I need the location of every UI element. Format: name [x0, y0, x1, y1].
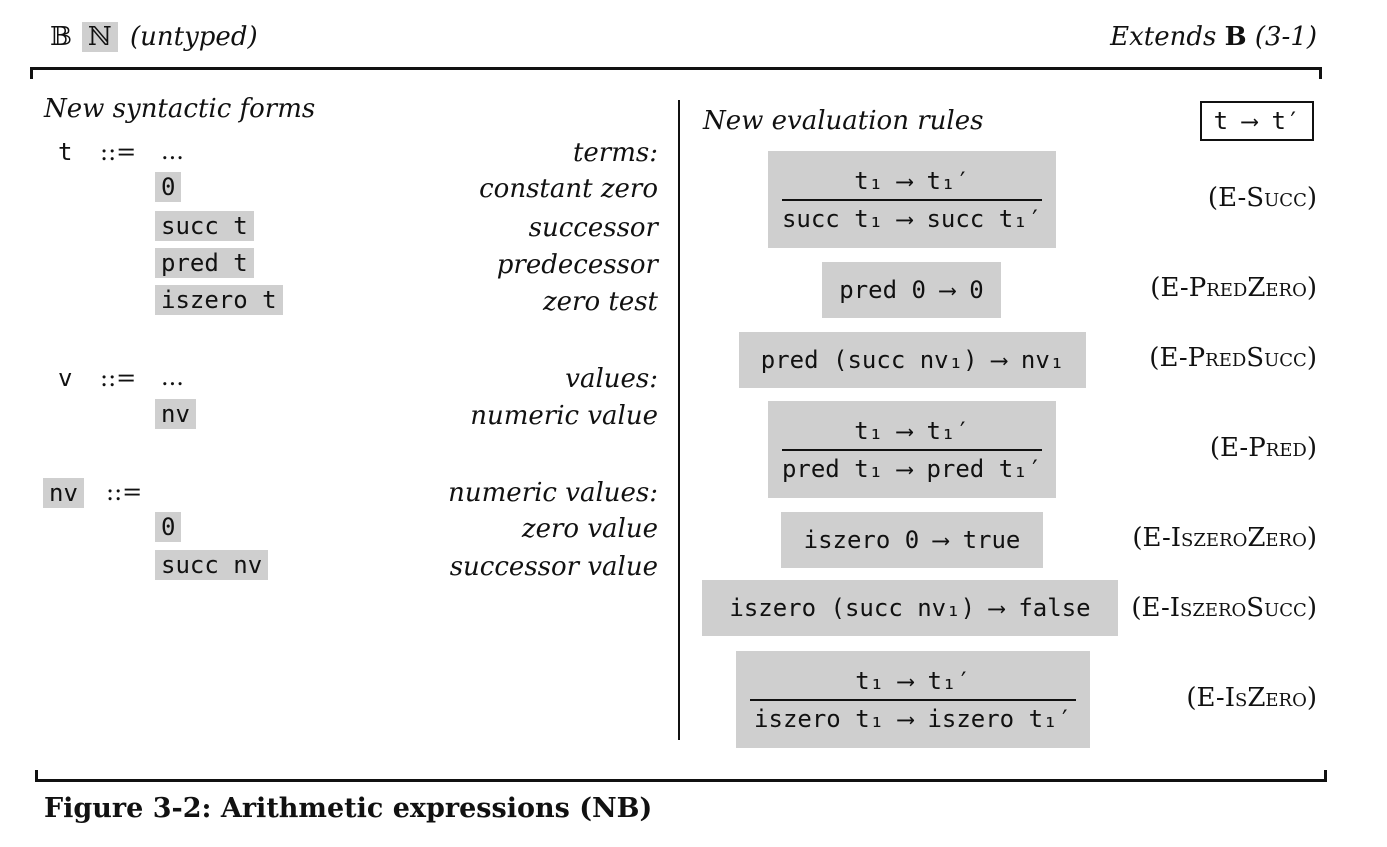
syntax-form: 0 — [155, 512, 182, 542]
rule-name-text: E-IsZero — [1196, 683, 1307, 713]
syntax-row: iszero t zero test — [0, 285, 680, 321]
syntax-desc: zero test — [542, 287, 658, 317]
nonterminal: t — [58, 138, 73, 166]
syntax-row: v ::= ... values: — [0, 362, 680, 398]
judgment-box: t ⟶ t′ — [1200, 101, 1314, 141]
rule-name: (E-IsZero) — [1186, 683, 1317, 713]
syntax-form: ... — [161, 137, 184, 165]
syntax-form: nv — [155, 399, 196, 429]
inference-bar — [782, 198, 1042, 201]
rule-conclusion: pred (succ nv₁) ⟶ nv₁ — [760, 346, 1065, 374]
rule-e-predzero: pred 0 ⟶ 0 — [822, 262, 1001, 318]
rule-name-text: E-PredZero — [1160, 273, 1307, 303]
syntax-row: t ::= ... terms: — [0, 136, 680, 172]
rule-name: (E-PredSucc) — [1149, 343, 1317, 373]
syntax-form: succ t — [155, 211, 254, 241]
bottom-right-tick — [1324, 770, 1327, 782]
rule-conclusion: iszero 0 ⟶ true — [803, 526, 1021, 554]
syntax-row: nv ::= numeric values: — [0, 476, 680, 512]
rule-e-pred: t₁ ⟶ t₁′ pred t₁ ⟶ pred t₁′ — [768, 401, 1056, 498]
rule-name-text: E-IszeroZero — [1142, 523, 1307, 553]
rule-premise: t₁ ⟶ t₁′ — [855, 666, 971, 695]
rule-e-iszerosucc: iszero (succ nv₁) ⟶ false — [702, 580, 1118, 636]
bottom-left-tick — [35, 770, 38, 782]
bottom-rule — [35, 779, 1327, 782]
syntax-form: ... — [161, 363, 184, 391]
figure-header-right: Extends B (3-1) — [1110, 22, 1317, 52]
syntax-desc: successor — [528, 213, 658, 243]
figure-caption: Figure 3-2: Arithmetic expressions (NB) — [44, 793, 653, 824]
syntax-desc: numeric values: — [448, 478, 658, 508]
extends-target: B — [1224, 22, 1247, 52]
rule-e-iszerozero: iszero 0 ⟶ true — [781, 512, 1043, 568]
inference-bar — [750, 698, 1076, 701]
rule-name: (E-IszeroSucc) — [1131, 593, 1317, 623]
syntax-heading: New syntactic forms — [44, 94, 316, 124]
evaluation-heading: New evaluation rules — [703, 106, 984, 136]
extends-ref: (3-1) — [1254, 22, 1317, 52]
syntax-desc: zero value — [521, 514, 658, 544]
production-op: ::= — [106, 478, 143, 506]
variant-label: (untyped) — [130, 22, 258, 52]
top-right-tick — [1319, 67, 1322, 79]
nonterminal: nv — [43, 478, 84, 508]
syntax-row: 0 zero value — [0, 512, 680, 548]
rule-name-text: E-PredSucc — [1159, 343, 1307, 373]
rule-e-iszero: t₁ ⟶ t₁′ iszero t₁ ⟶ iszero t₁′ — [736, 651, 1090, 748]
nonterminal: v — [58, 364, 73, 392]
rule-premise: t₁ ⟶ t₁′ — [854, 166, 970, 195]
syntax-form: iszero t — [155, 285, 283, 315]
rule-name-text: E-Pred — [1219, 433, 1307, 463]
syntax-row: succ t successor — [0, 211, 680, 247]
top-left-tick — [30, 67, 33, 79]
rule-premise: t₁ ⟶ t₁′ — [854, 416, 970, 445]
inference-bar — [782, 448, 1042, 451]
extends-word: Extends — [1110, 22, 1217, 52]
rule-e-predsucc: pred (succ nv₁) ⟶ nv₁ — [739, 332, 1086, 388]
rule-name: (E-IszeroZero) — [1132, 523, 1317, 553]
syntax-row: succ nv successor value — [0, 550, 680, 586]
syntax-desc: successor value — [449, 552, 658, 582]
bool-system-tag: 𝔹 — [50, 22, 72, 52]
syntax-form: pred t — [155, 248, 254, 278]
rule-name-text: E-IszeroSucc — [1141, 593, 1307, 623]
syntax-row: 0 constant zero — [0, 172, 680, 208]
rule-conclusion: pred 0 ⟶ 0 — [839, 276, 984, 304]
rule-name-text: E-Succ — [1218, 183, 1307, 213]
rule-name: (E-PredZero) — [1150, 273, 1317, 303]
nat-system-tag: ℕ — [81, 22, 118, 52]
syntax-row: nv numeric value — [0, 399, 680, 435]
syntax-desc: numeric value — [470, 401, 658, 431]
rule-conclusion: succ t₁ ⟶ succ t₁′ — [781, 204, 1043, 233]
syntax-desc: values: — [565, 364, 658, 394]
rule-e-succ: t₁ ⟶ t₁′ succ t₁ ⟶ succ t₁′ — [768, 151, 1056, 248]
column-separator — [678, 100, 680, 740]
top-rule — [30, 67, 1322, 70]
syntax-row: pred t predecessor — [0, 248, 680, 284]
syntax-desc: constant zero — [479, 174, 658, 204]
rule-conclusion: iszero (succ nv₁) ⟶ false — [729, 594, 1091, 622]
rule-name: (E-Succ) — [1207, 183, 1317, 213]
rule-name: (E-Pred) — [1209, 433, 1317, 463]
production-op: ::= — [100, 138, 137, 166]
syntax-desc: predecessor — [496, 250, 658, 280]
rule-conclusion: iszero t₁ ⟶ iszero t₁′ — [754, 704, 1072, 733]
syntax-desc: terms: — [572, 138, 658, 168]
syntax-form: succ nv — [155, 550, 269, 580]
production-op: ::= — [100, 364, 137, 392]
syntax-form: 0 — [155, 172, 182, 202]
rule-conclusion: pred t₁ ⟶ pred t₁′ — [781, 454, 1043, 483]
